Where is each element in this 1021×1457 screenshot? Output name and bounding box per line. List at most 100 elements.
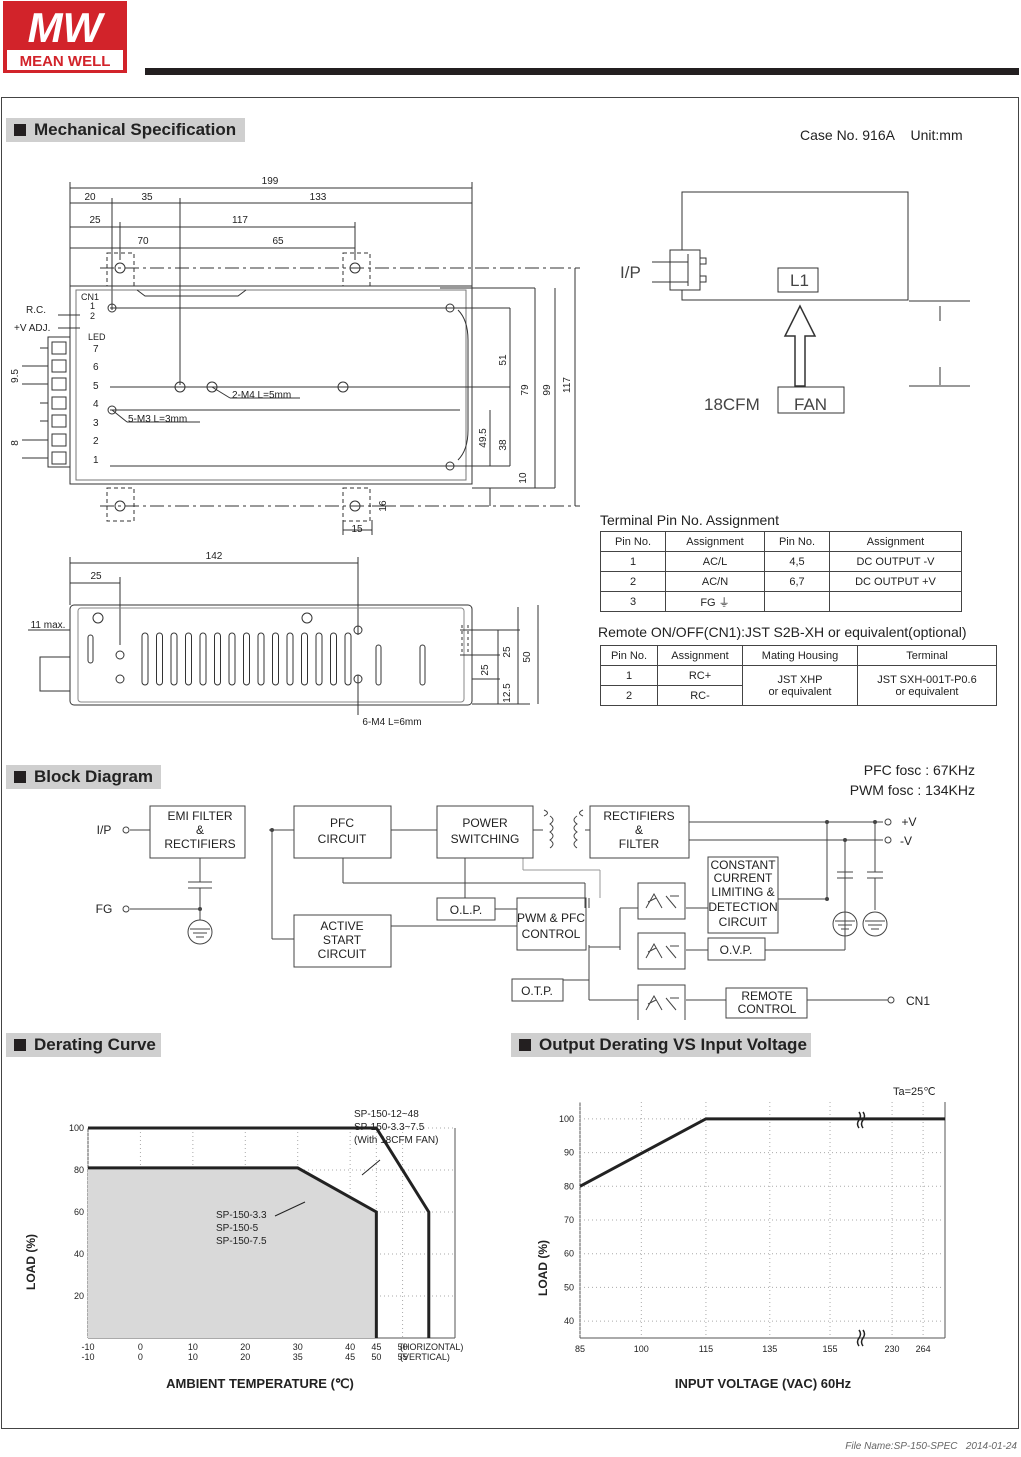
x-tick-vertical: 0 bbox=[138, 1352, 143, 1362]
terminal-cell: 2 bbox=[600, 571, 666, 592]
footer-file: File Name:SP-150-SPEC bbox=[845, 1441, 958, 1452]
x-tick-horizontal: 0 bbox=[138, 1342, 143, 1352]
case-number: Case No. 916A bbox=[800, 127, 895, 143]
section-derating-title: Derating Curve bbox=[34, 1035, 156, 1054]
vent-slot bbox=[375, 644, 382, 686]
terminal-cell: 6,7 bbox=[764, 571, 830, 592]
pfc-fosc: PFC fosc : 67KHz bbox=[863, 762, 975, 778]
header-bar bbox=[145, 68, 1019, 75]
spec-frame bbox=[1, 97, 1019, 1429]
rect-line3: FILTER bbox=[619, 837, 660, 851]
dim-51: 51 bbox=[498, 354, 509, 366]
dim-70: 70 bbox=[137, 236, 149, 247]
y-tick-label: 70 bbox=[564, 1215, 574, 1225]
fosc-info: PFC fosc : 67KHz PWM fosc : 134KHz bbox=[850, 760, 975, 800]
vent-slot bbox=[272, 632, 279, 686]
x-tick-vertical: 55 bbox=[398, 1352, 408, 1362]
section-mechanical: Mechanical Specification bbox=[6, 118, 245, 142]
block-olp: O.L.P. bbox=[450, 903, 482, 917]
pwm-fosc: PWM fosc : 134KHz bbox=[849, 782, 975, 798]
terminal-cell: DC OUTPUT -V bbox=[829, 551, 962, 572]
x-tick-horizontal: 50 bbox=[398, 1342, 408, 1352]
side-dim-142: 142 bbox=[206, 551, 223, 562]
y-tick-label: 80 bbox=[74, 1165, 84, 1175]
block-ovp: O.V.P. bbox=[720, 943, 753, 957]
y-tick-label: 40 bbox=[564, 1316, 574, 1326]
section-output-derating: Output Derating VS Input Voltage bbox=[511, 1033, 811, 1057]
y-tick-label: 100 bbox=[69, 1123, 84, 1133]
vent-slot bbox=[185, 632, 192, 686]
x-tick-horizontal: 20 bbox=[240, 1342, 250, 1352]
output-derating-ylabel: LOAD (%) bbox=[536, 1240, 550, 1296]
vent-slot bbox=[228, 632, 236, 686]
mechanical-top-view: 199 20 35 133 25 117 70 65 51 79 99 117 … bbox=[10, 176, 580, 535]
terminal-7: 7 bbox=[93, 344, 99, 355]
x-tick-horizontal: 40 bbox=[345, 1342, 355, 1352]
terminal-cell: 4,5 bbox=[764, 551, 830, 572]
label-2-m4: 2-M4 L=5mm bbox=[232, 390, 291, 401]
remote-line1: REMOTE bbox=[741, 989, 792, 1003]
y-tick-label: 100 bbox=[559, 1114, 574, 1124]
pwm-line1: PWM & PFC bbox=[517, 911, 585, 925]
x-suffix-horizontal: (HORIZONTAL) bbox=[400, 1342, 463, 1352]
side-dim-25: 25 bbox=[90, 571, 102, 582]
vent-slot bbox=[315, 632, 323, 686]
dim-10: 10 bbox=[518, 472, 529, 484]
airflow-ip: I/P bbox=[620, 263, 641, 282]
pfc-line1: PFC bbox=[330, 816, 354, 830]
terminal-header-pin1: Pin No. bbox=[600, 531, 666, 552]
ccl-line2: CURRENT bbox=[714, 871, 773, 885]
block-vminus: -V bbox=[900, 834, 912, 848]
x-tick-vertical: 35 bbox=[293, 1352, 303, 1362]
x-tick-horizontal: -10 bbox=[81, 1342, 94, 1352]
dim-16: 16 bbox=[378, 500, 389, 512]
block-otp: O.T.P. bbox=[521, 984, 553, 998]
dim-117-side: 117 bbox=[562, 377, 573, 393]
emi-line3: RECTIFIERS bbox=[164, 837, 235, 851]
case-info: Case No. 916A Unit:mm bbox=[800, 127, 963, 143]
housing-line2: or equivalent bbox=[768, 685, 832, 698]
emi-line1: EMI FILTER bbox=[167, 809, 232, 823]
terminal-3: 3 bbox=[93, 418, 99, 429]
dim-38: 38 bbox=[498, 439, 509, 451]
vent-slot bbox=[141, 632, 149, 686]
label-5-m3: 5-M3 L=3mm bbox=[128, 414, 187, 425]
dim-35: 35 bbox=[141, 192, 153, 203]
dim-25: 25 bbox=[89, 215, 101, 226]
vent-slot bbox=[243, 632, 250, 686]
footer-date: 2014-01-24 bbox=[965, 1441, 1017, 1452]
remote-cell: RC+ bbox=[657, 665, 743, 686]
series1-label-1: SP-150-12~48 bbox=[354, 1109, 419, 1120]
y-tick-label: 20 bbox=[74, 1291, 84, 1301]
y-tick-label: 60 bbox=[564, 1249, 574, 1259]
terminal-header-pin2: Pin No. bbox=[764, 531, 830, 552]
logo-mw: MW bbox=[28, 4, 106, 51]
vent-slot bbox=[156, 632, 163, 686]
derating-series-1-line bbox=[88, 1126, 431, 1338]
remote-header-assign: Assignment bbox=[657, 645, 743, 666]
terminal-line2: or equivalent bbox=[895, 685, 959, 698]
terminal-cell: 3 bbox=[600, 591, 666, 612]
terminal-cell: AC/N bbox=[665, 571, 765, 592]
vent-slot bbox=[87, 634, 94, 664]
side-dim-50: 50 bbox=[522, 651, 533, 663]
vent-slot bbox=[214, 632, 221, 686]
active-line2: START bbox=[323, 933, 362, 947]
vent-slot bbox=[199, 632, 207, 686]
terminal-cell bbox=[764, 591, 830, 612]
y-tick-label: 60 bbox=[74, 1207, 84, 1217]
series2-label-1: SP-150-3.3 bbox=[216, 1210, 267, 1221]
power-line1: POWER bbox=[462, 816, 508, 830]
rect-line2: & bbox=[635, 823, 643, 837]
terminal-header-assign1: Assignment bbox=[665, 531, 765, 552]
terminal-header-assign2: Assignment bbox=[829, 531, 962, 552]
x-tick-label: 155 bbox=[823, 1344, 838, 1354]
series1-label-3: (With 18CFM FAN) bbox=[354, 1135, 438, 1146]
x-tick-label: 115 bbox=[699, 1344, 713, 1354]
block-fg: FG bbox=[96, 902, 113, 916]
pfc-line2: CIRCUIT bbox=[318, 832, 367, 846]
terminal-2: 2 bbox=[93, 436, 99, 447]
label-vadj: +V ADJ. bbox=[14, 323, 50, 334]
